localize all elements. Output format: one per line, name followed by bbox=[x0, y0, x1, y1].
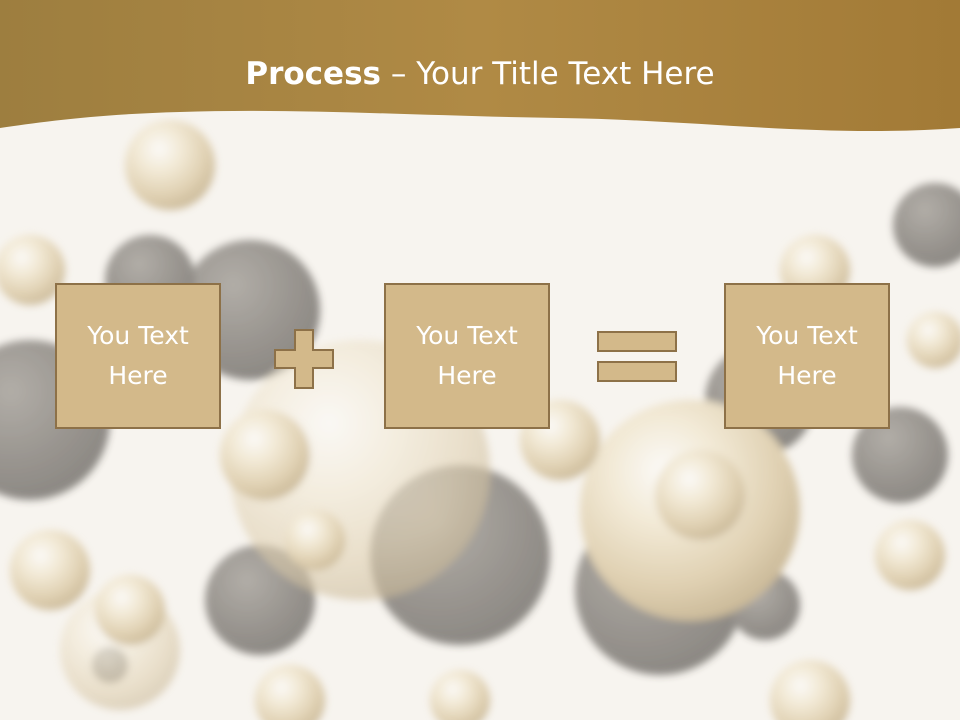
text-box-label: You Text Here bbox=[756, 321, 858, 390]
title-bold: Process bbox=[245, 56, 381, 92]
text-box-1[interactable]: You Text Here bbox=[55, 283, 221, 429]
text-box-2[interactable]: You Text Here bbox=[384, 283, 550, 429]
text-box-label: You Text Here bbox=[87, 321, 189, 390]
plus-icon bbox=[274, 329, 334, 389]
text-box-label: You Text Here bbox=[416, 321, 518, 390]
title-rest: – Your Title Text Here bbox=[381, 56, 715, 92]
equals-icon bbox=[597, 331, 677, 382]
slide-title: Process – Your Title Text Here bbox=[0, 52, 960, 96]
text-box-3[interactable]: You Text Here bbox=[724, 283, 890, 429]
